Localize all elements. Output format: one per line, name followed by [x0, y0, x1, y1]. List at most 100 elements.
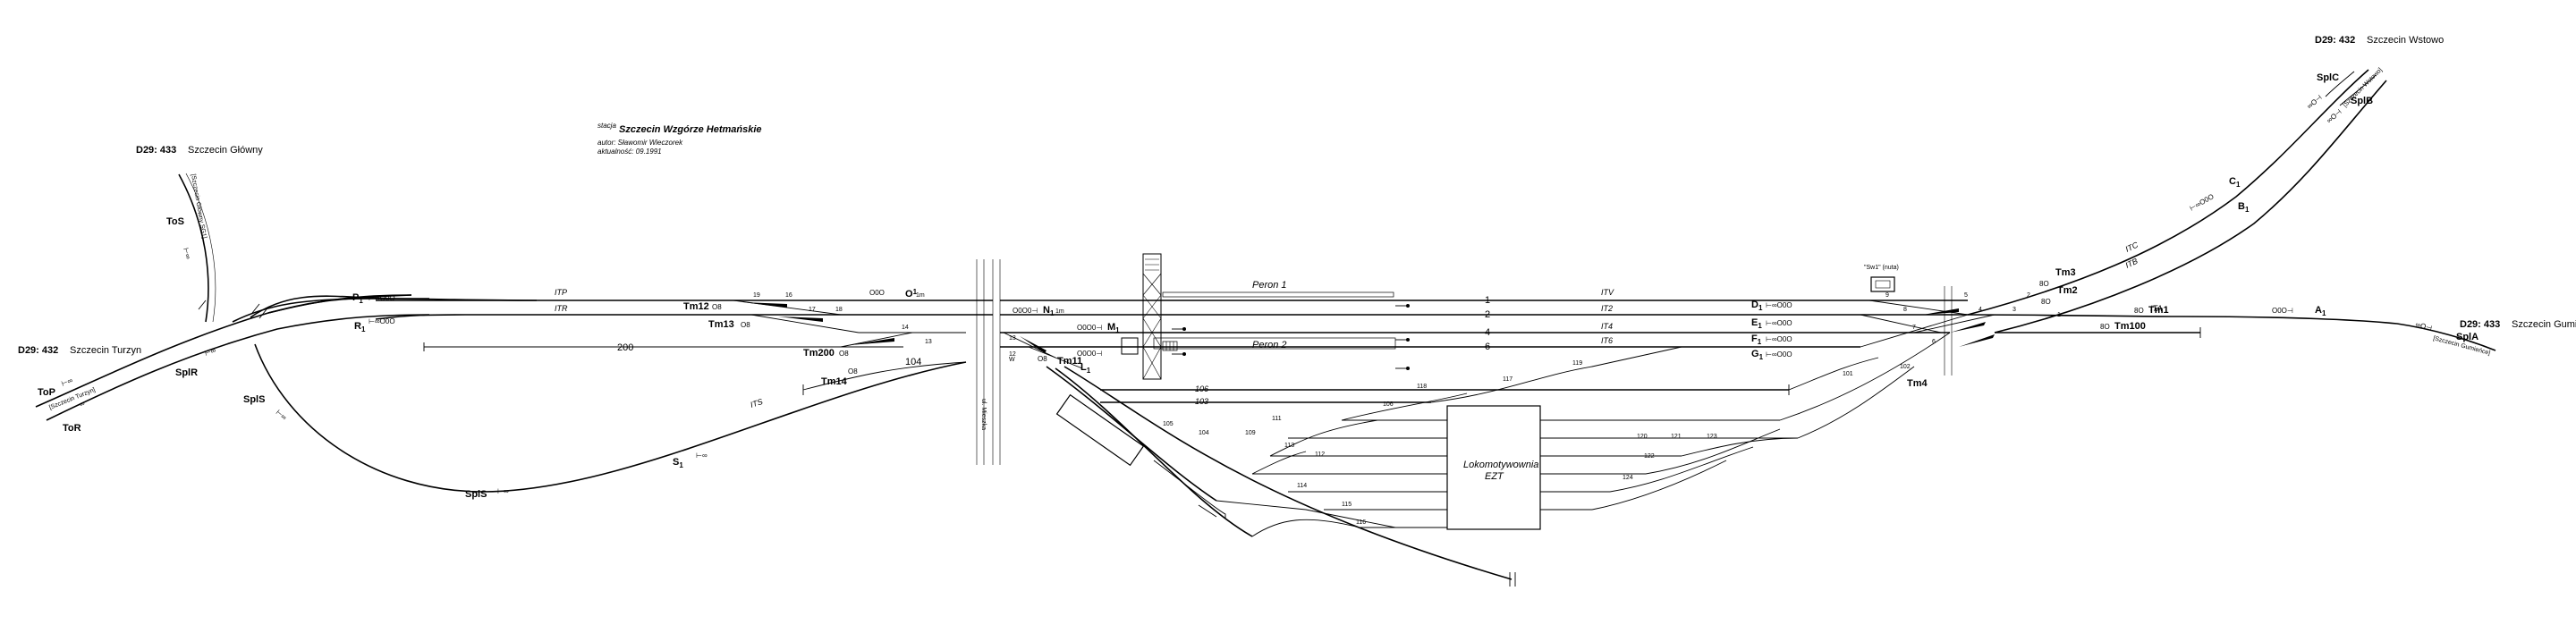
shunt-Tm12: Tm12 O8: [683, 301, 722, 312]
svg-text:O8: O8: [741, 321, 750, 329]
svg-text:109: 109: [1245, 430, 1256, 436]
post-SplS-upper: SplS: [243, 394, 265, 405]
svg-text:1m: 1m: [1055, 308, 1064, 315]
svg-text:200: 200: [617, 342, 633, 353]
svg-text:Tm4: Tm4: [1907, 378, 1928, 389]
track-ITA: [1967, 314, 2496, 351]
svg-text:19: 19: [753, 292, 760, 299]
svg-text:⊢∞O0O: ⊢∞O0O: [369, 294, 395, 302]
station-prefix: stacja: [597, 122, 616, 130]
svg-text:A1: A1: [2315, 305, 2326, 317]
svg-text:ITP: ITP: [555, 288, 567, 297]
svg-text:16: 16: [785, 292, 792, 299]
svg-text:O1: O1: [905, 288, 918, 300]
svg-text:4: 4: [1979, 307, 1982, 313]
svg-text:8: 8: [1903, 307, 1907, 313]
signal-B: B1: [2238, 201, 2250, 214]
footbridge: [1142, 253, 1162, 380]
shunt-Tm1: 8O Tm1: [2134, 305, 2169, 316]
svg-text:124: 124: [1623, 475, 1633, 481]
station-updated: aktualność: 09.1991: [597, 148, 662, 156]
svg-text:⊢∞: ⊢∞: [182, 247, 192, 260]
platform-1-label: Peron 1: [1252, 280, 1287, 291]
post-SplB: SplB: [2351, 96, 2373, 106]
svg-text:O0O0⊣: O0O0⊣: [1077, 350, 1102, 358]
svg-text:Szczecin Główny: Szczecin Główny: [188, 145, 263, 156]
track-glowny-approach: [178, 173, 209, 323]
svg-text:105: 105: [1163, 421, 1174, 427]
svg-text:18: 18: [835, 307, 843, 313]
depot-building: [1446, 405, 1541, 530]
svg-text:102: 102: [1900, 364, 1911, 370]
track-4-marker: [1395, 338, 1410, 342]
shunt-Tm3: Tm3 8O: [2039, 267, 2076, 288]
svg-text:104: 104: [905, 357, 921, 367]
shunt-Tm2: Tm2 8O: [2041, 285, 2078, 306]
shunt-Tm100: 8O Tm100: [2100, 321, 2146, 332]
svg-text:122: 122: [1644, 453, 1655, 460]
svg-text:ITV: ITV: [1601, 288, 1614, 297]
svg-text:O0O: O0O: [869, 289, 885, 297]
svg-text:ITA: ITA: [2150, 304, 2162, 313]
svg-text:116: 116: [1356, 519, 1366, 526]
svg-text:5: 5: [1964, 292, 1968, 299]
svg-text:⊢∞O0O: ⊢∞O0O: [1766, 335, 1792, 343]
svg-text:O0O⊣: O0O⊣: [2272, 307, 2293, 315]
svg-text:E1: E1: [1751, 317, 1762, 330]
signal-P: P1 ⊢∞O0O: [352, 292, 395, 305]
svg-text:Tm3: Tm3: [2055, 267, 2076, 278]
svg-text:8O: 8O: [2041, 298, 2051, 306]
svg-text:∞O⊣: ∞O⊣: [2414, 320, 2433, 333]
shunt-Tm4: Tm4: [1907, 378, 1928, 389]
svg-text:Tm13: Tm13: [708, 319, 734, 330]
signal-box: [1870, 276, 1895, 292]
signal-M: O0O0⊣ M1: [1077, 322, 1120, 334]
post-SplR: SplR: [175, 367, 198, 378]
svg-text:103: 103: [1195, 397, 1208, 406]
svg-text:⊢∞: ⊢∞: [497, 487, 509, 495]
svg-text:17: 17: [809, 307, 816, 313]
svg-text:117: 117: [1503, 376, 1513, 383]
svg-text:Tm100: Tm100: [2114, 321, 2146, 332]
shunt-Tm200: Tm200 O8: [803, 348, 849, 359]
station-author: autor: Sławomir Wieczorek: [597, 139, 683, 147]
svg-text:121: 121: [1671, 434, 1682, 440]
svg-text:1: 1: [1485, 295, 1490, 306]
svg-text:IT4: IT4: [1601, 322, 1613, 331]
shunt-Tm11: Tm11 O8: [1038, 355, 1082, 367]
svg-text:115: 115: [1342, 502, 1352, 508]
svg-text:B1: B1: [2238, 201, 2250, 214]
svg-text:W: W: [1009, 357, 1015, 363]
post-ToS: ToS: [166, 216, 184, 227]
svg-text:⊢∞: ⊢∞: [275, 409, 289, 422]
svg-text:O0O0⊣: O0O0⊣: [1077, 324, 1102, 332]
shunt-Tm13: Tm13 O8: [708, 319, 750, 330]
svg-text:119: 119: [1572, 360, 1582, 367]
svg-text:∞O⊣: ∞O⊣: [2306, 93, 2324, 110]
depot-label-1: Lokomotywownia: [1463, 460, 1538, 470]
svg-text:O0O0⊣: O0O0⊣: [1013, 307, 1038, 315]
svg-text:Szczecin Gumieńce: Szczecin Gumieńce: [2512, 319, 2576, 330]
svg-text:2: 2: [1485, 309, 1490, 320]
signal-C: ⊢∞O0O C1: [2189, 176, 2241, 213]
svg-text:13: 13: [925, 339, 932, 345]
svg-text:D1: D1: [1751, 300, 1763, 312]
svg-text:O8: O8: [1038, 355, 1047, 363]
svg-text:6: 6: [1932, 339, 1936, 345]
station-name: Szczecin Wzgórze Hetmańskie: [619, 124, 762, 135]
svg-text:IT2: IT2: [1601, 304, 1613, 313]
svg-text:Tm11: Tm11: [1057, 356, 1082, 367]
svg-text:D29: 432: D29: 432: [18, 345, 58, 356]
track-6-marker: [1395, 367, 1410, 370]
post-ToP: ToP: [38, 387, 55, 398]
svg-text:O8: O8: [712, 303, 722, 311]
street-label: ul. Mieszka: [980, 399, 987, 430]
svg-text:114: 114: [1297, 483, 1307, 489]
svg-text:D29: 433: D29: 433: [2460, 319, 2500, 330]
signal-E: E1 ⊢∞O0O: [1751, 317, 1792, 330]
svg-text:1m: 1m: [916, 292, 925, 299]
svg-text:106: 106: [1195, 384, 1208, 393]
post-SplA: SplA: [2456, 332, 2479, 342]
svg-text:106: 106: [1383, 401, 1394, 408]
svg-text:O8: O8: [839, 350, 849, 358]
